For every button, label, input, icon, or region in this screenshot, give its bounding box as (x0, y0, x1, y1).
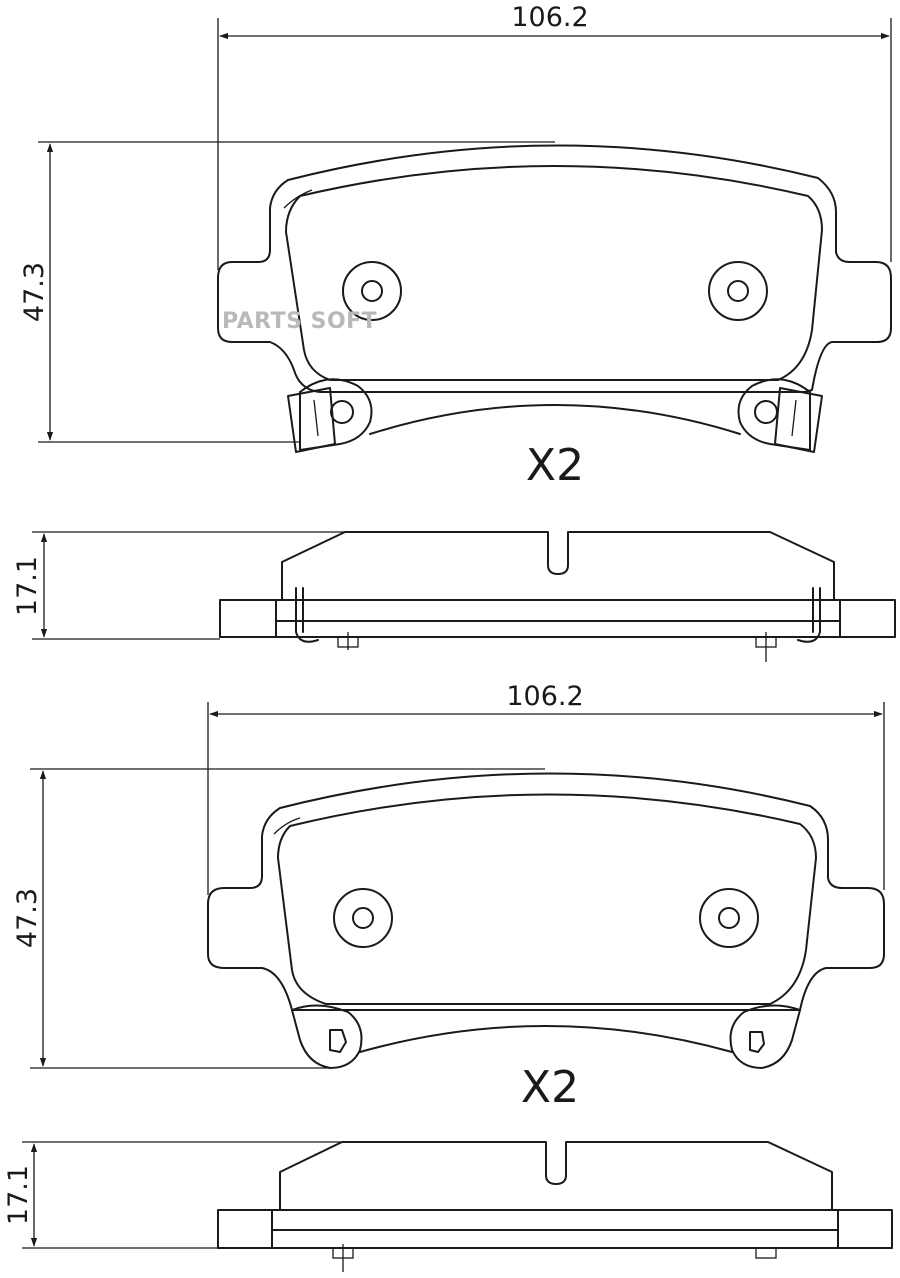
pad-1-side-friction (281, 531, 835, 601)
pad-1-quantity-label: X2 (526, 440, 584, 491)
pad-2-quantity-label: X2 (521, 1062, 579, 1113)
pad-1-backing-plate (217, 144, 892, 393)
pad-1-ear-right (737, 378, 811, 451)
pad-2-width-label: 106.2 (506, 681, 583, 712)
pad-1-side-view: 17.1 (12, 531, 896, 662)
pad-1-side-backing-plate (219, 599, 896, 638)
pad-2-hole-right (699, 888, 759, 948)
pad-1-front-view: 106.2 47.3 PARTS SOFT X2 (19, 2, 892, 491)
pad-1-thickness-dimension: 17.1 (12, 531, 345, 640)
pad-1-clip-right (774, 387, 823, 453)
pad-2-thickness-label: 17.1 (3, 1165, 34, 1225)
pad-1-ear-left (299, 378, 373, 451)
pad-1-friction-material (285, 165, 823, 381)
pad-2-ear-right (729, 1004, 801, 1069)
pad-2-height-label: 47.3 (12, 888, 43, 948)
pad-2-side-backing-plate (217, 1209, 893, 1249)
pad-1-width-dimension: 106.2 (217, 2, 892, 270)
pad-2-height-dimension: 47.3 (12, 768, 545, 1069)
pad-2-thickness-dimension: 17.1 (3, 1141, 342, 1249)
pad-2-hole-left (333, 888, 393, 948)
pad-2-side-friction (279, 1141, 833, 1211)
pad-1-width-label: 106.2 (511, 2, 588, 33)
pad-1-height-label: 47.3 (19, 262, 50, 322)
pad-2-width-dimension: 106.2 (207, 681, 885, 895)
pad-1-hole-left (342, 261, 402, 321)
pad-2-ear-left (291, 1004, 363, 1069)
pad-2-friction-material (277, 793, 817, 1005)
pad-1-clip-left (287, 387, 336, 453)
pad-1-thickness-label: 17.1 (12, 556, 43, 616)
watermark: PARTS SOFT (222, 309, 377, 334)
pad-1-height-dimension: 47.3 (19, 141, 555, 443)
pad-2-side-view: 17.1 (3, 1141, 893, 1272)
pad-2-front-view: 106.2 47.3 X2 (12, 681, 885, 1113)
pad-1-hole-right (708, 261, 768, 321)
pad-2-backing-plate (207, 772, 885, 1011)
